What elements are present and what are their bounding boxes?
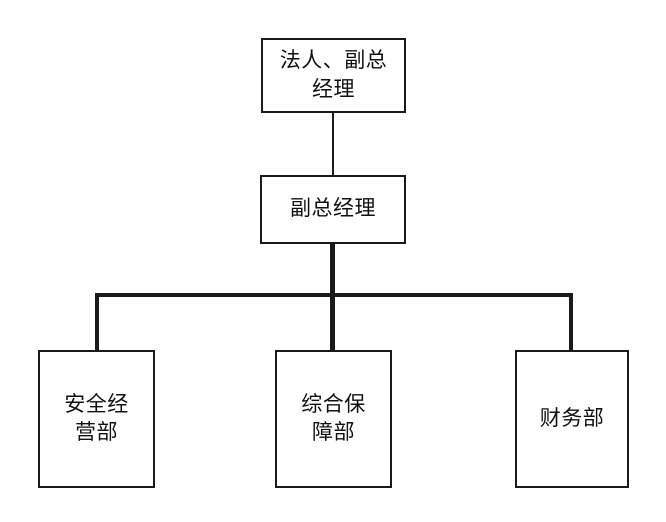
connector-second-to-bus (330, 244, 335, 297)
org-node-label: 副总经理 (290, 197, 376, 221)
org-node-finance-dept[interactable]: 财务部 (515, 350, 629, 488)
connector-drop-to-dept-1 (95, 293, 99, 351)
org-node-safety-operations-dept[interactable]: 安全经 营部 (38, 350, 155, 488)
org-node-label: 法人、副总 经理 (279, 49, 388, 101)
org-node-label: 安全经 营部 (64, 392, 129, 444)
org-node-label: 综合保 障部 (301, 392, 366, 444)
org-node-label: 财务部 (539, 406, 605, 430)
org-node-legal-person-deputy-gm[interactable]: 法人、副总 经理 (261, 38, 406, 113)
connector-top-to-second (332, 113, 334, 175)
org-node-comprehensive-support-dept[interactable]: 综合保 障部 (275, 350, 392, 488)
connector-drop-to-dept-2 (330, 293, 335, 351)
connector-drop-to-dept-3 (569, 293, 573, 351)
org-node-deputy-general-manager[interactable]: 副总经理 (260, 175, 406, 244)
